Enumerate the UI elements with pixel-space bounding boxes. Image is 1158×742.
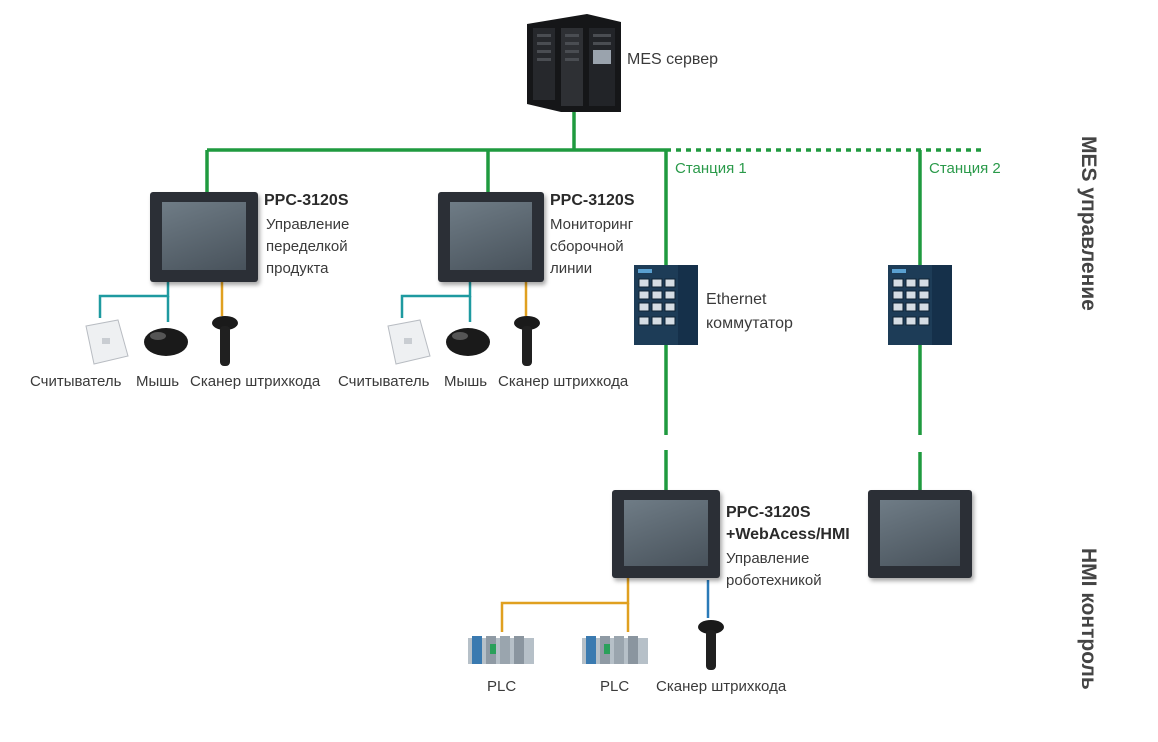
ppc-left-panel[interactable] [150,192,258,282]
hmi-scanner-label: Сканер штрихкода [656,678,787,695]
server-rack-icon [527,14,621,112]
station-1-label: Станция 1 [675,160,747,177]
plc-icon [582,636,648,664]
mes-section-label: MES управление [1077,136,1100,311]
switch-icon [888,265,952,345]
card-reader-icon [85,319,129,365]
ppc-hmi-desc-2: роботехникой [726,572,822,589]
ppc-hmi-desc-1: Управление [726,550,810,567]
plc-2-label: PLC [600,678,630,695]
peripheral-mid-scanner: Сканер штрихкода [498,373,629,390]
mes-server-label: MES сервер [627,51,719,68]
peripheral-mid-mouse: Мышь [444,373,488,390]
ppc-mid-desc-1: Мониторинг [550,216,634,233]
hmi-section-label: HMI контроль [1077,548,1100,690]
peripheral-mid-reader: Считыватель [338,373,430,390]
ppc-mid-model: PPC-3120S [550,192,635,209]
barcode-scanner-icon [212,316,238,366]
ppc-left-desc-3: продукта [266,260,329,277]
ethernet-switch-1[interactable] [634,265,698,345]
ppc-left-model: PPC-3120S [264,192,349,209]
plc-icon [468,636,534,664]
barcode-scanner-icon [514,316,540,366]
ppc-left-desc-2: переделкой [266,238,348,255]
mouse-icon [144,328,188,356]
ppc-mid-desc-3: линии [550,260,593,277]
mes-server[interactable] [527,14,621,112]
switch-icon [634,265,698,345]
peripheral-left-scanner: Сканер штрихкода [190,373,321,390]
ppc-hmi-panel[interactable] [612,490,720,578]
switch-label-1: Ethernet [706,291,767,308]
ppc-hmi-model-2: +WebAcess/HMI [726,526,850,543]
switch-label-2: коммутатор [706,315,793,332]
peripheral-left-mouse: Мышь [136,373,180,390]
mouse-icon [446,328,490,356]
plc-1-label: PLC [487,678,517,695]
peripheral-left-reader: Считыватель [30,373,122,390]
ppc-hmi-model: PPC-3120S [726,504,811,521]
station-2-label: Станция 2 [929,160,1001,177]
ppc-left-desc-1: Управление [266,216,350,233]
ppc-mid-desc-2: сборочной [550,238,624,255]
ppc-mid-panel[interactable] [438,192,544,282]
ppc-hmi-panel-2[interactable] [868,490,972,578]
ethernet-switch-2[interactable] [888,265,952,345]
card-reader-icon [387,319,431,365]
barcode-scanner-icon [698,620,724,670]
